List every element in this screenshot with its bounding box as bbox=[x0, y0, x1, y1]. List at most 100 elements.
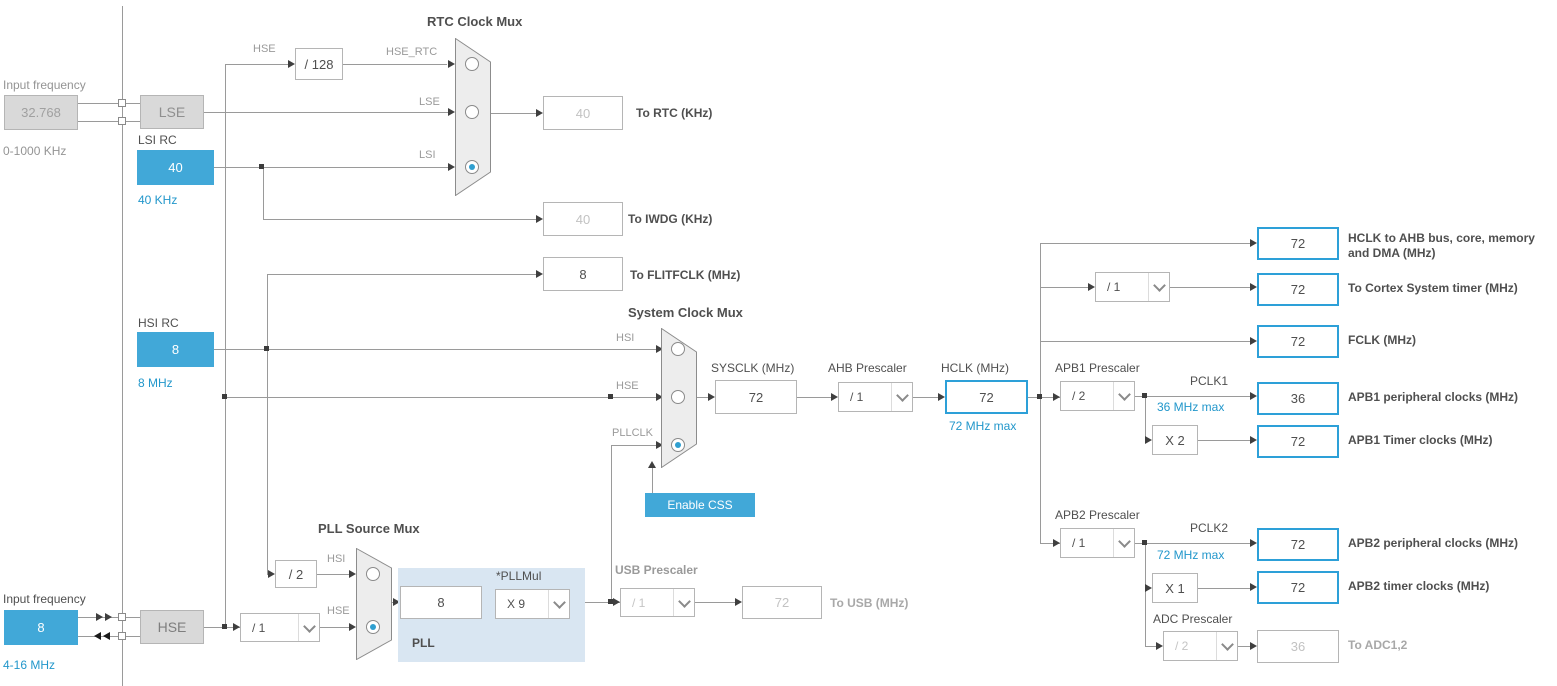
wire bbox=[320, 627, 349, 628]
hsi-freq-label: 8 MHz bbox=[138, 376, 173, 390]
adc-freq-field: 36 bbox=[1257, 630, 1339, 663]
arrow-right-icon bbox=[656, 345, 663, 353]
usb-prescaler-select: / 1 bbox=[620, 588, 695, 617]
cortex-prescaler-value: / 1 bbox=[1107, 280, 1121, 294]
arrow-right-icon bbox=[1145, 584, 1152, 592]
apb1-periph-field[interactable]: 36 bbox=[1257, 382, 1339, 415]
wire bbox=[1145, 646, 1156, 647]
rtc-mux-radio-lse[interactable] bbox=[465, 105, 479, 119]
pllmul-select[interactable]: X 9 bbox=[495, 589, 570, 619]
hse-rtc-wire-label: HSE_RTC bbox=[386, 46, 438, 58]
hse-box: HSE bbox=[140, 610, 204, 644]
wire bbox=[1135, 396, 1145, 397]
apb2-timer-field[interactable]: 72 bbox=[1257, 571, 1339, 604]
arrow-right-icon bbox=[536, 215, 543, 223]
bus-node bbox=[118, 117, 126, 125]
sysmux-radio-hse[interactable] bbox=[671, 390, 685, 404]
wire bbox=[585, 602, 620, 603]
cortex-timer-field[interactable]: 72 bbox=[1257, 273, 1339, 306]
pllmux-radio-hsi[interactable] bbox=[366, 567, 380, 581]
chevron-down-icon bbox=[1148, 273, 1169, 301]
wire bbox=[652, 468, 653, 493]
wire bbox=[1198, 588, 1250, 589]
adc-prescaler-value: / 2 bbox=[1175, 639, 1189, 653]
sysmux-radio-pllclk[interactable] bbox=[671, 438, 685, 452]
apb2-prescaler-select[interactable]: / 1 bbox=[1060, 528, 1135, 558]
arrow-right-icon bbox=[105, 613, 112, 621]
arrow-right-icon bbox=[1250, 283, 1257, 291]
apb2-periph-label: APB2 peripheral clocks (MHz) bbox=[1348, 536, 1519, 550]
junction-dot bbox=[222, 394, 227, 399]
sysmux-radio-hsi[interactable] bbox=[671, 342, 685, 356]
hsi-rc-box: 8 bbox=[137, 332, 214, 367]
ahb-prescaler-select[interactable]: / 1 bbox=[838, 382, 913, 412]
arrow-right-icon bbox=[708, 393, 715, 401]
pclk1-label: PCLK1 bbox=[1190, 374, 1229, 388]
bus-node bbox=[118, 99, 126, 107]
apb2-timer-label: APB2 timer clocks (MHz) bbox=[1348, 579, 1490, 593]
hse-input-range-label: 4-16 MHz bbox=[3, 658, 56, 672]
arrow-right-icon bbox=[656, 441, 663, 449]
hclk-ahb-field[interactable]: 72 bbox=[1257, 227, 1339, 260]
wire bbox=[317, 574, 349, 575]
to-adc-label: To ADC1,2 bbox=[1348, 638, 1408, 652]
arrow-right-icon bbox=[96, 613, 103, 621]
lsi-freq-label: 40 KHz bbox=[138, 193, 178, 207]
to-iwdg-label: To IWDG (KHz) bbox=[628, 212, 713, 226]
arrow-right-icon bbox=[1250, 337, 1257, 345]
wire bbox=[1145, 543, 1250, 544]
rtc-mux-radio-lsi[interactable] bbox=[465, 160, 479, 174]
lsi-rc-box: 40 bbox=[137, 150, 214, 185]
apb2-max-label: 72 MHz max bbox=[1157, 548, 1225, 562]
apb1-timer-field[interactable]: 72 bbox=[1257, 425, 1339, 458]
apb2-mult-box: X 1 bbox=[1152, 573, 1198, 603]
lse-input-range-label: 0-1000 KHz bbox=[3, 144, 67, 158]
wire bbox=[1040, 341, 1250, 342]
bus-node bbox=[118, 632, 126, 640]
hclk-max-label: 72 MHz max bbox=[949, 419, 1017, 433]
junction-dot bbox=[1142, 540, 1147, 545]
lse-box: LSE bbox=[140, 95, 204, 129]
wire bbox=[697, 397, 708, 398]
wire bbox=[267, 274, 268, 574]
sysclk-label: SYSCLK (MHz) bbox=[711, 361, 795, 375]
fclk-field[interactable]: 72 bbox=[1257, 325, 1339, 358]
lse-wire-label: LSE bbox=[419, 96, 440, 108]
pll-source-mux-title: PLL Source Mux bbox=[318, 521, 420, 536]
enable-css-button[interactable]: Enable CSS bbox=[645, 493, 755, 517]
arrow-right-icon bbox=[938, 393, 945, 401]
arrow-right-icon bbox=[1250, 539, 1257, 547]
apb1-timer-label: APB1 Timer clocks (MHz) bbox=[1348, 433, 1493, 447]
apb1-prescaler-select[interactable]: / 2 bbox=[1060, 381, 1135, 411]
wire bbox=[695, 602, 735, 603]
arrow-right-icon bbox=[233, 623, 240, 631]
ahb-prescaler-value: / 1 bbox=[850, 390, 864, 404]
rtc-mux-title: RTC Clock Mux bbox=[427, 14, 523, 29]
sysmux-hse-wire-label: HSE bbox=[616, 380, 639, 392]
arrow-right-icon bbox=[1053, 393, 1060, 401]
pll-hse-prescaler-select[interactable]: / 1 bbox=[240, 613, 320, 642]
arrow-right-icon bbox=[448, 108, 455, 116]
wire bbox=[226, 64, 288, 65]
arrow-right-icon bbox=[288, 60, 295, 68]
hsi-rc-label: HSI RC bbox=[138, 316, 179, 330]
arrow-right-icon bbox=[1250, 392, 1257, 400]
flitf-freq-field: 8 bbox=[543, 257, 623, 291]
arrow-right-icon bbox=[1145, 436, 1152, 444]
cortex-prescaler-select[interactable]: / 1 bbox=[1095, 272, 1170, 302]
arrow-right-icon bbox=[536, 270, 543, 278]
hclk-field[interactable]: 72 bbox=[945, 380, 1028, 414]
hse-input-frequency-field[interactable]: 8 bbox=[4, 610, 78, 645]
junction-dot bbox=[264, 346, 269, 351]
apb2-periph-field[interactable]: 72 bbox=[1257, 528, 1339, 561]
arrow-right-icon bbox=[656, 393, 663, 401]
wire bbox=[1040, 243, 1250, 244]
usb-prescaler-value: / 1 bbox=[632, 595, 646, 610]
ahb-prescaler-label: AHB Prescaler bbox=[828, 361, 907, 375]
pclk2-label: PCLK2 bbox=[1190, 521, 1229, 535]
pll-source-mux bbox=[356, 548, 392, 660]
wire bbox=[1145, 396, 1250, 397]
chevron-down-icon bbox=[1113, 382, 1134, 410]
pllmux-radio-hse[interactable] bbox=[366, 620, 380, 634]
rtc-mux-radio-hse-rtc[interactable] bbox=[465, 57, 479, 71]
